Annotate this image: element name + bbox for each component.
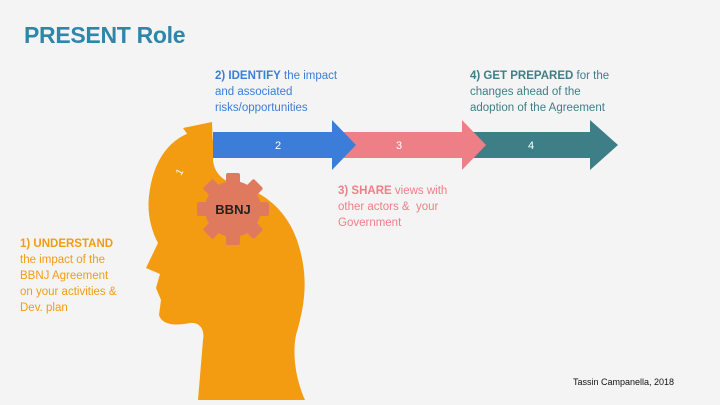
step-3-lead: 3) SHARE	[338, 185, 392, 197]
step-1-text: 1) UNDERSTAND the impact of the BBNJ Agr…	[20, 236, 150, 316]
step-3-line-2: Government	[338, 217, 402, 229]
arrow-number-2: 2	[275, 140, 281, 152]
step-2-lead: 2) IDENTIFY	[215, 70, 281, 82]
step-4-inline: for the	[573, 70, 610, 82]
step-4-line-2: adoption of the Agreement	[470, 102, 605, 114]
gear-icon	[197, 173, 269, 245]
step-4-text: 4) GET PREPARED for the changes ahead of…	[470, 68, 640, 116]
slide-title: PRESENT Role	[24, 22, 186, 48]
step-2-text: 2) IDENTIFY the impact and associated ri…	[215, 68, 365, 116]
step-2-line-2: risks/opportunities	[215, 102, 308, 114]
credit-text: Tassin Campanella, 2018	[573, 377, 675, 387]
step-4-lead: 4) GET PREPARED	[470, 70, 574, 82]
arrow-4	[465, 120, 618, 170]
step-3-line-1: other actors & your	[338, 201, 439, 213]
step-2-inline: the impact	[280, 70, 338, 82]
arrow-2	[213, 120, 356, 170]
step-1-line-1: the impact of the	[20, 254, 106, 266]
step-1-lead: 1) UNDERSTAND	[20, 238, 114, 250]
step-4-line-1: changes ahead of the	[470, 86, 581, 98]
step-2-line-1: and associated	[215, 86, 293, 98]
step-1-line-3: on your activities &	[20, 286, 117, 298]
gear-label: BBNJ	[215, 202, 250, 217]
arrow-number-4: 4	[528, 140, 534, 152]
step-3-inline: views with	[391, 185, 448, 197]
step-1-line-2: BBNJ Agreement	[20, 270, 109, 282]
step-1-line-4: Dev. plan	[20, 302, 68, 314]
head-silhouette-icon	[146, 130, 305, 400]
arrow-number-3: 3	[396, 140, 402, 152]
arrow-3	[330, 120, 486, 170]
step-3-text: 3) SHARE views with other actors & your …	[338, 183, 468, 231]
arrow-1	[158, 122, 213, 215]
arrow-number-1: 1	[174, 167, 187, 178]
